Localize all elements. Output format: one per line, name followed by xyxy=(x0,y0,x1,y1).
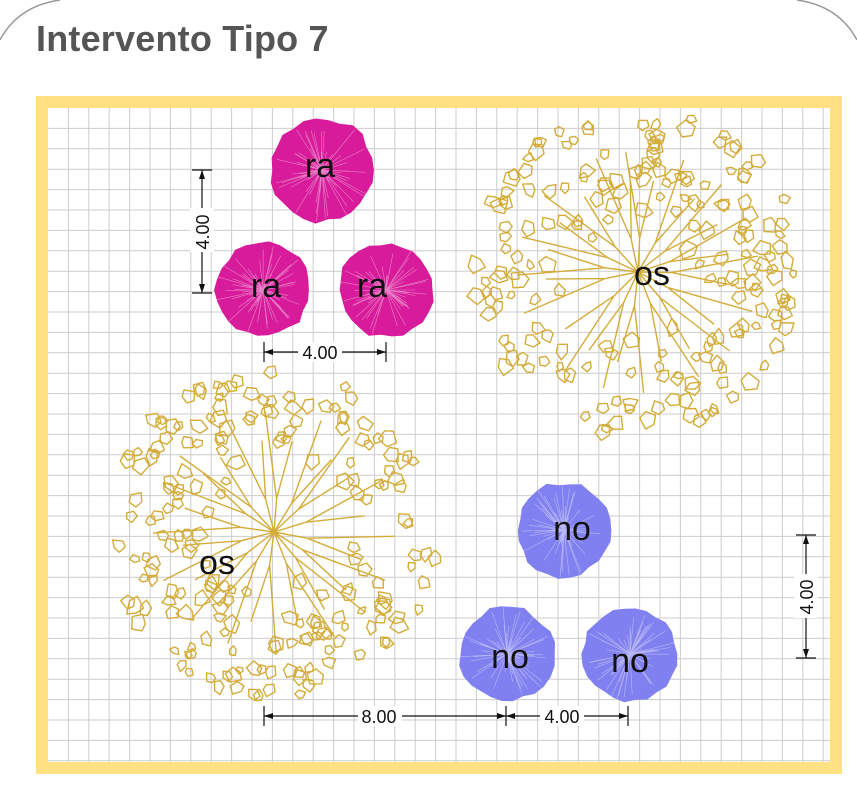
dim-arrow xyxy=(803,649,809,658)
plant-label-ra: ra xyxy=(357,267,387,305)
dim-arrow xyxy=(377,349,386,355)
plan-frame xyxy=(36,96,842,774)
dim-arrow xyxy=(803,535,809,544)
plant-crown-os xyxy=(466,114,797,442)
dim-label-bottom-right: 4.00 xyxy=(544,707,579,727)
page-title: Intervento Tipo 7 xyxy=(36,18,329,59)
plant-crown-ra xyxy=(214,241,309,336)
dim-label-bottom-left: 8.00 xyxy=(361,707,396,727)
plant-crown-ra xyxy=(339,243,434,337)
plant-label-no: no xyxy=(611,642,649,680)
plant-label-no: no xyxy=(491,638,529,676)
dim-label-ra-horizontal: 4.00 xyxy=(302,343,337,363)
dim-label-no-vertical: 4.00 xyxy=(797,579,817,614)
dim-arrow xyxy=(619,713,628,719)
plant-crown-ra xyxy=(270,118,374,224)
plant-label-ra: ra xyxy=(305,147,335,185)
plant-crown-no xyxy=(517,483,612,579)
plant-crown-os xyxy=(111,365,442,702)
dim-arrow xyxy=(264,349,273,355)
plant-label-no: no xyxy=(553,510,591,548)
dim-label-ra-vertical: 4.00 xyxy=(193,214,213,249)
plant-crown-no xyxy=(459,606,555,702)
plant-crown-no xyxy=(581,608,678,703)
plant-label-os: os xyxy=(634,255,670,293)
plant-label-os: os xyxy=(199,544,235,582)
dim-arrow xyxy=(199,284,205,293)
plant-label-ra: ra xyxy=(251,267,281,305)
dim-arrow xyxy=(199,170,205,179)
dim-arrow xyxy=(264,713,273,719)
window-corner-arc xyxy=(0,0,857,40)
dim-arrow xyxy=(497,713,506,719)
dim-arrow xyxy=(506,713,515,719)
grid xyxy=(48,108,830,762)
